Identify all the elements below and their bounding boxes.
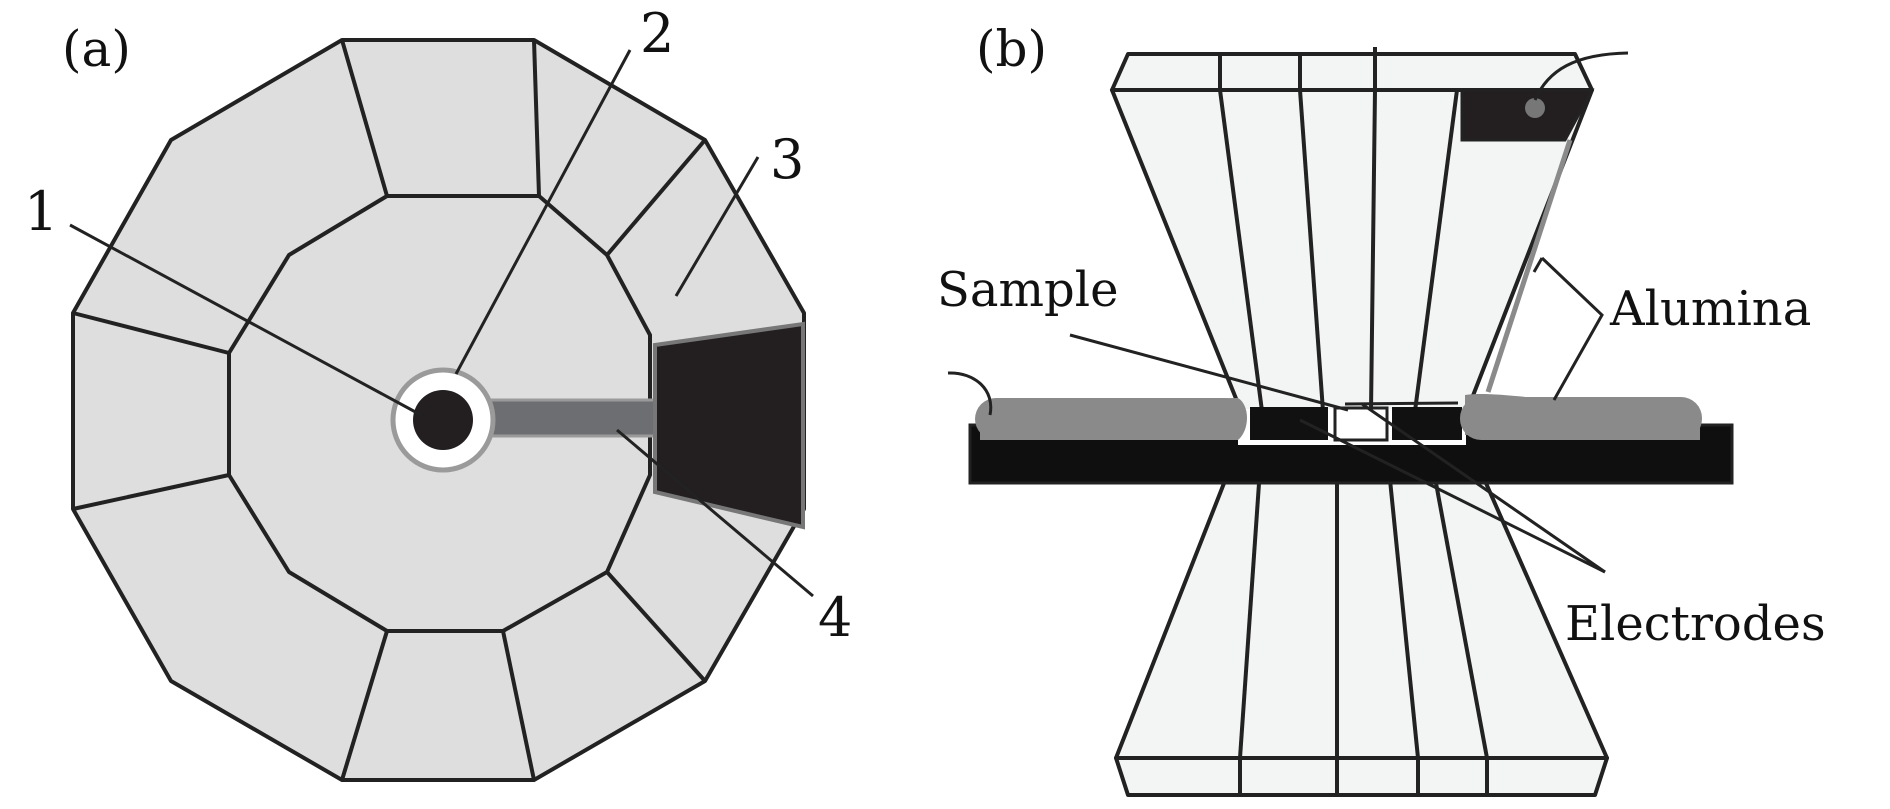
upper-wire [1533,51,1629,101]
dark-block [653,321,805,530]
label-sample: Sample [937,262,1119,318]
callout-3: 3 [770,128,804,191]
anvil-segment-lines [72,39,707,781]
upper-anvil [1110,47,1594,413]
leader-line-1 [69,223,422,417]
callout-lines-b [1069,256,1606,574]
upper-dark-block [1460,88,1595,142]
electrodes-leader-top [1344,401,1459,406]
sample [1333,406,1389,442]
upper-anvil-top-face [1110,52,1594,92]
upper-anvil-ridges [1218,47,1459,412]
callout-1: 1 [24,180,58,243]
leader-line-3 [674,156,760,297]
alumina-leader-upper [1532,257,1544,273]
electrode-left [1250,407,1328,440]
lower-anvil-ridges [1238,439,1489,795]
label-alumina: Alumina [1609,281,1811,337]
callout-lines-a [69,49,814,598]
lead-left-body [975,398,1245,440]
alumina-edge-line [1485,139,1573,393]
electrodes-leader-right [1361,402,1606,574]
electrode-right [1392,407,1462,440]
sample-leader [1069,333,1349,412]
center-sample [413,390,473,450]
upper-screw [1525,98,1545,118]
lower-anvil-body [1114,438,1609,760]
callout-2: 2 [640,2,674,65]
leader-line-2 [454,49,632,375]
lead-right-body [1460,397,1702,440]
callout-4: 4 [818,586,852,649]
panel-label-b: (b) [976,20,1047,78]
panel-label-a: (a) [62,20,131,78]
alumina-bracket [1540,256,1604,401]
lower-anvil-bottom-face [1114,756,1609,797]
leader-line-4 [616,428,814,598]
label-electrodes: Electrodes [1565,596,1826,652]
electrodes-leader-left [1299,418,1606,574]
left-wire [947,371,993,416]
lower-anvil [1114,438,1609,797]
